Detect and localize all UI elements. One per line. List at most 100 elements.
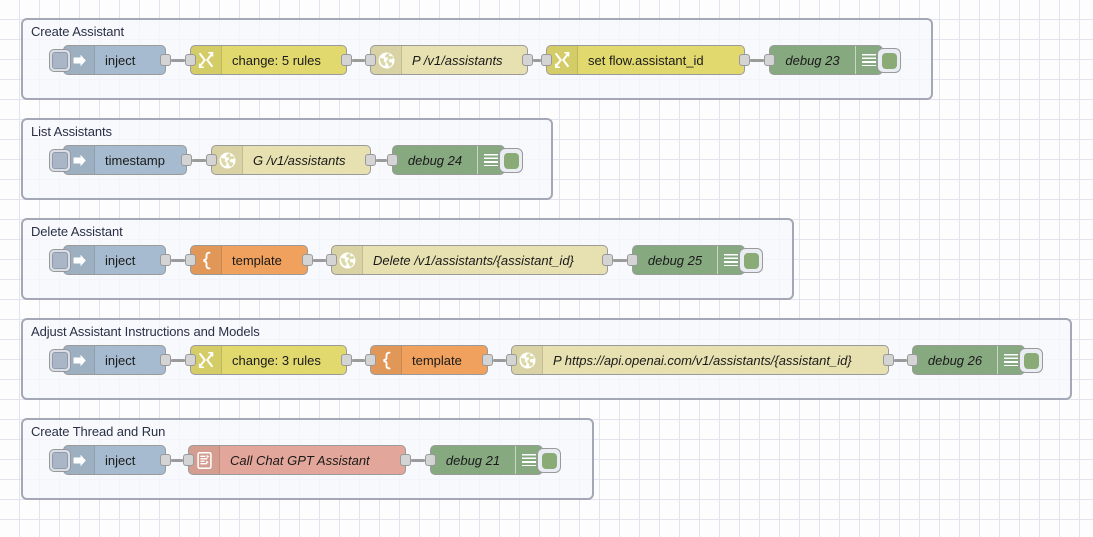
inject-trigger-button[interactable] [49,349,71,372]
inject-trigger-button[interactable] [49,49,71,72]
node-template-delete[interactable]: template [185,245,313,275]
node-wire[interactable] [171,459,183,462]
node-wire[interactable] [750,59,764,62]
node-inject-adjust[interactable]: inject [49,345,171,375]
debug-lines-icon [997,346,1024,374]
node-output-port[interactable] [400,454,411,466]
node-debug-23[interactable]: debug 23 [764,45,901,75]
node-output-port[interactable] [341,354,352,366]
node-label: Delete /v1/assistants/{assistant_id} [373,252,574,268]
node-template-adjust[interactable]: template [365,345,493,375]
node-inject-timestamp[interactable]: timestamp [49,145,192,175]
debug-enable-toggle[interactable] [499,148,523,173]
node-input-port[interactable] [387,154,398,166]
node-debug-26[interactable]: debug 26 [907,345,1043,375]
node-http-post-assistants[interactable]: P /v1/assistants [365,45,533,75]
inject-button-inner [52,252,68,269]
node-call-chatgpt-assistant[interactable]: Call Chat GPT Assistant [183,445,411,475]
node-http-post-openai-assistant[interactable]: P https://api.openai.com/v1/assistants/{… [506,345,894,375]
inject-button-inner [52,152,68,169]
node-label: debug 25 [647,252,703,268]
node-input-port[interactable] [627,254,638,266]
node-output-port[interactable] [341,54,352,66]
node-input-port[interactable] [326,254,337,266]
debug-lines-icon [855,46,882,74]
node-debug-25[interactable]: debug 25 [627,245,763,275]
node-label: change: 5 rules [232,52,321,68]
node-output-port[interactable] [739,54,750,66]
node-wire[interactable] [171,259,185,262]
node-debug-24[interactable]: debug 24 [387,145,523,175]
node-output-port[interactable] [160,354,171,366]
node-output-port[interactable] [302,254,313,266]
inject-button-inner [52,452,68,469]
node-wire[interactable] [352,359,365,362]
globe-icon [332,246,363,274]
node-label: timestamp [105,152,165,168]
node-label: P https://api.openai.com/v1/assistants/{… [553,352,852,368]
node-input-port[interactable] [764,54,775,66]
shuffle-icon [547,46,578,74]
debug-enable-toggle[interactable] [739,248,763,273]
node-http-get-assistants[interactable]: G /v1/assistants [206,145,376,175]
node-label: template [412,352,462,368]
group-label: List Assistants [31,124,112,139]
node-output-port[interactable] [181,154,192,166]
node-wire[interactable] [171,59,185,62]
node-inject-create[interactable]: inject [49,45,171,75]
node-output-port[interactable] [482,354,493,366]
node-input-port[interactable] [185,354,196,366]
node-input-port[interactable] [365,54,376,66]
debug-lines-icon [717,246,744,274]
debug-toggle-indicator [503,152,519,169]
node-wire[interactable] [352,59,365,62]
inject-trigger-button[interactable] [49,249,71,272]
node-debug-21[interactable]: debug 21 [425,445,561,475]
node-wire[interactable] [376,159,387,162]
node-input-port[interactable] [506,354,517,366]
node-output-port[interactable] [160,254,171,266]
debug-toggle-indicator [743,252,759,269]
node-http-delete-assistant[interactable]: Delete /v1/assistants/{assistant_id} [326,245,613,275]
inject-trigger-button[interactable] [49,149,71,172]
node-input-port[interactable] [425,454,436,466]
node-input-port[interactable] [185,54,196,66]
node-input-port[interactable] [185,254,196,266]
node-wire[interactable] [533,59,541,62]
node-inject-delete[interactable]: inject [49,245,171,275]
node-wire[interactable] [171,359,185,362]
inject-trigger-button[interactable] [49,449,71,472]
node-wire[interactable] [613,259,627,262]
globe-icon [512,346,543,374]
node-label: debug 21 [445,452,501,468]
node-input-port[interactable] [365,354,376,366]
node-input-port[interactable] [206,154,217,166]
node-output-port[interactable] [160,454,171,466]
node-wire[interactable] [493,359,506,362]
shuffle-icon [191,46,222,74]
debug-enable-toggle[interactable] [877,48,901,73]
node-change-3-rules[interactable]: change: 3 rules [185,345,352,375]
node-wire[interactable] [313,259,326,262]
node-input-port[interactable] [183,454,194,466]
group-label: Create Thread and Run [31,424,166,439]
debug-enable-toggle[interactable] [1019,348,1043,373]
group-label: Adjust Assistant Instructions and Models [31,324,260,339]
node-wire[interactable] [411,459,425,462]
node-output-port[interactable] [365,154,376,166]
group-label: Create Assistant [31,24,125,39]
node-wire[interactable] [192,159,206,162]
brace-icon [191,246,222,274]
node-change-set-flow-assistant-id[interactable]: set flow.assistant_id [541,45,750,75]
node-input-port[interactable] [541,54,552,66]
node-output-port[interactable] [160,54,171,66]
node-input-port[interactable] [907,354,918,366]
node-output-port[interactable] [522,54,533,66]
node-output-port[interactable] [883,354,894,366]
node-change-5-rules[interactable]: change: 5 rules [185,45,352,75]
node-inject-thread[interactable]: inject [49,445,171,475]
node-wire[interactable] [894,359,907,362]
node-output-port[interactable] [602,254,613,266]
debug-enable-toggle[interactable] [537,448,561,473]
